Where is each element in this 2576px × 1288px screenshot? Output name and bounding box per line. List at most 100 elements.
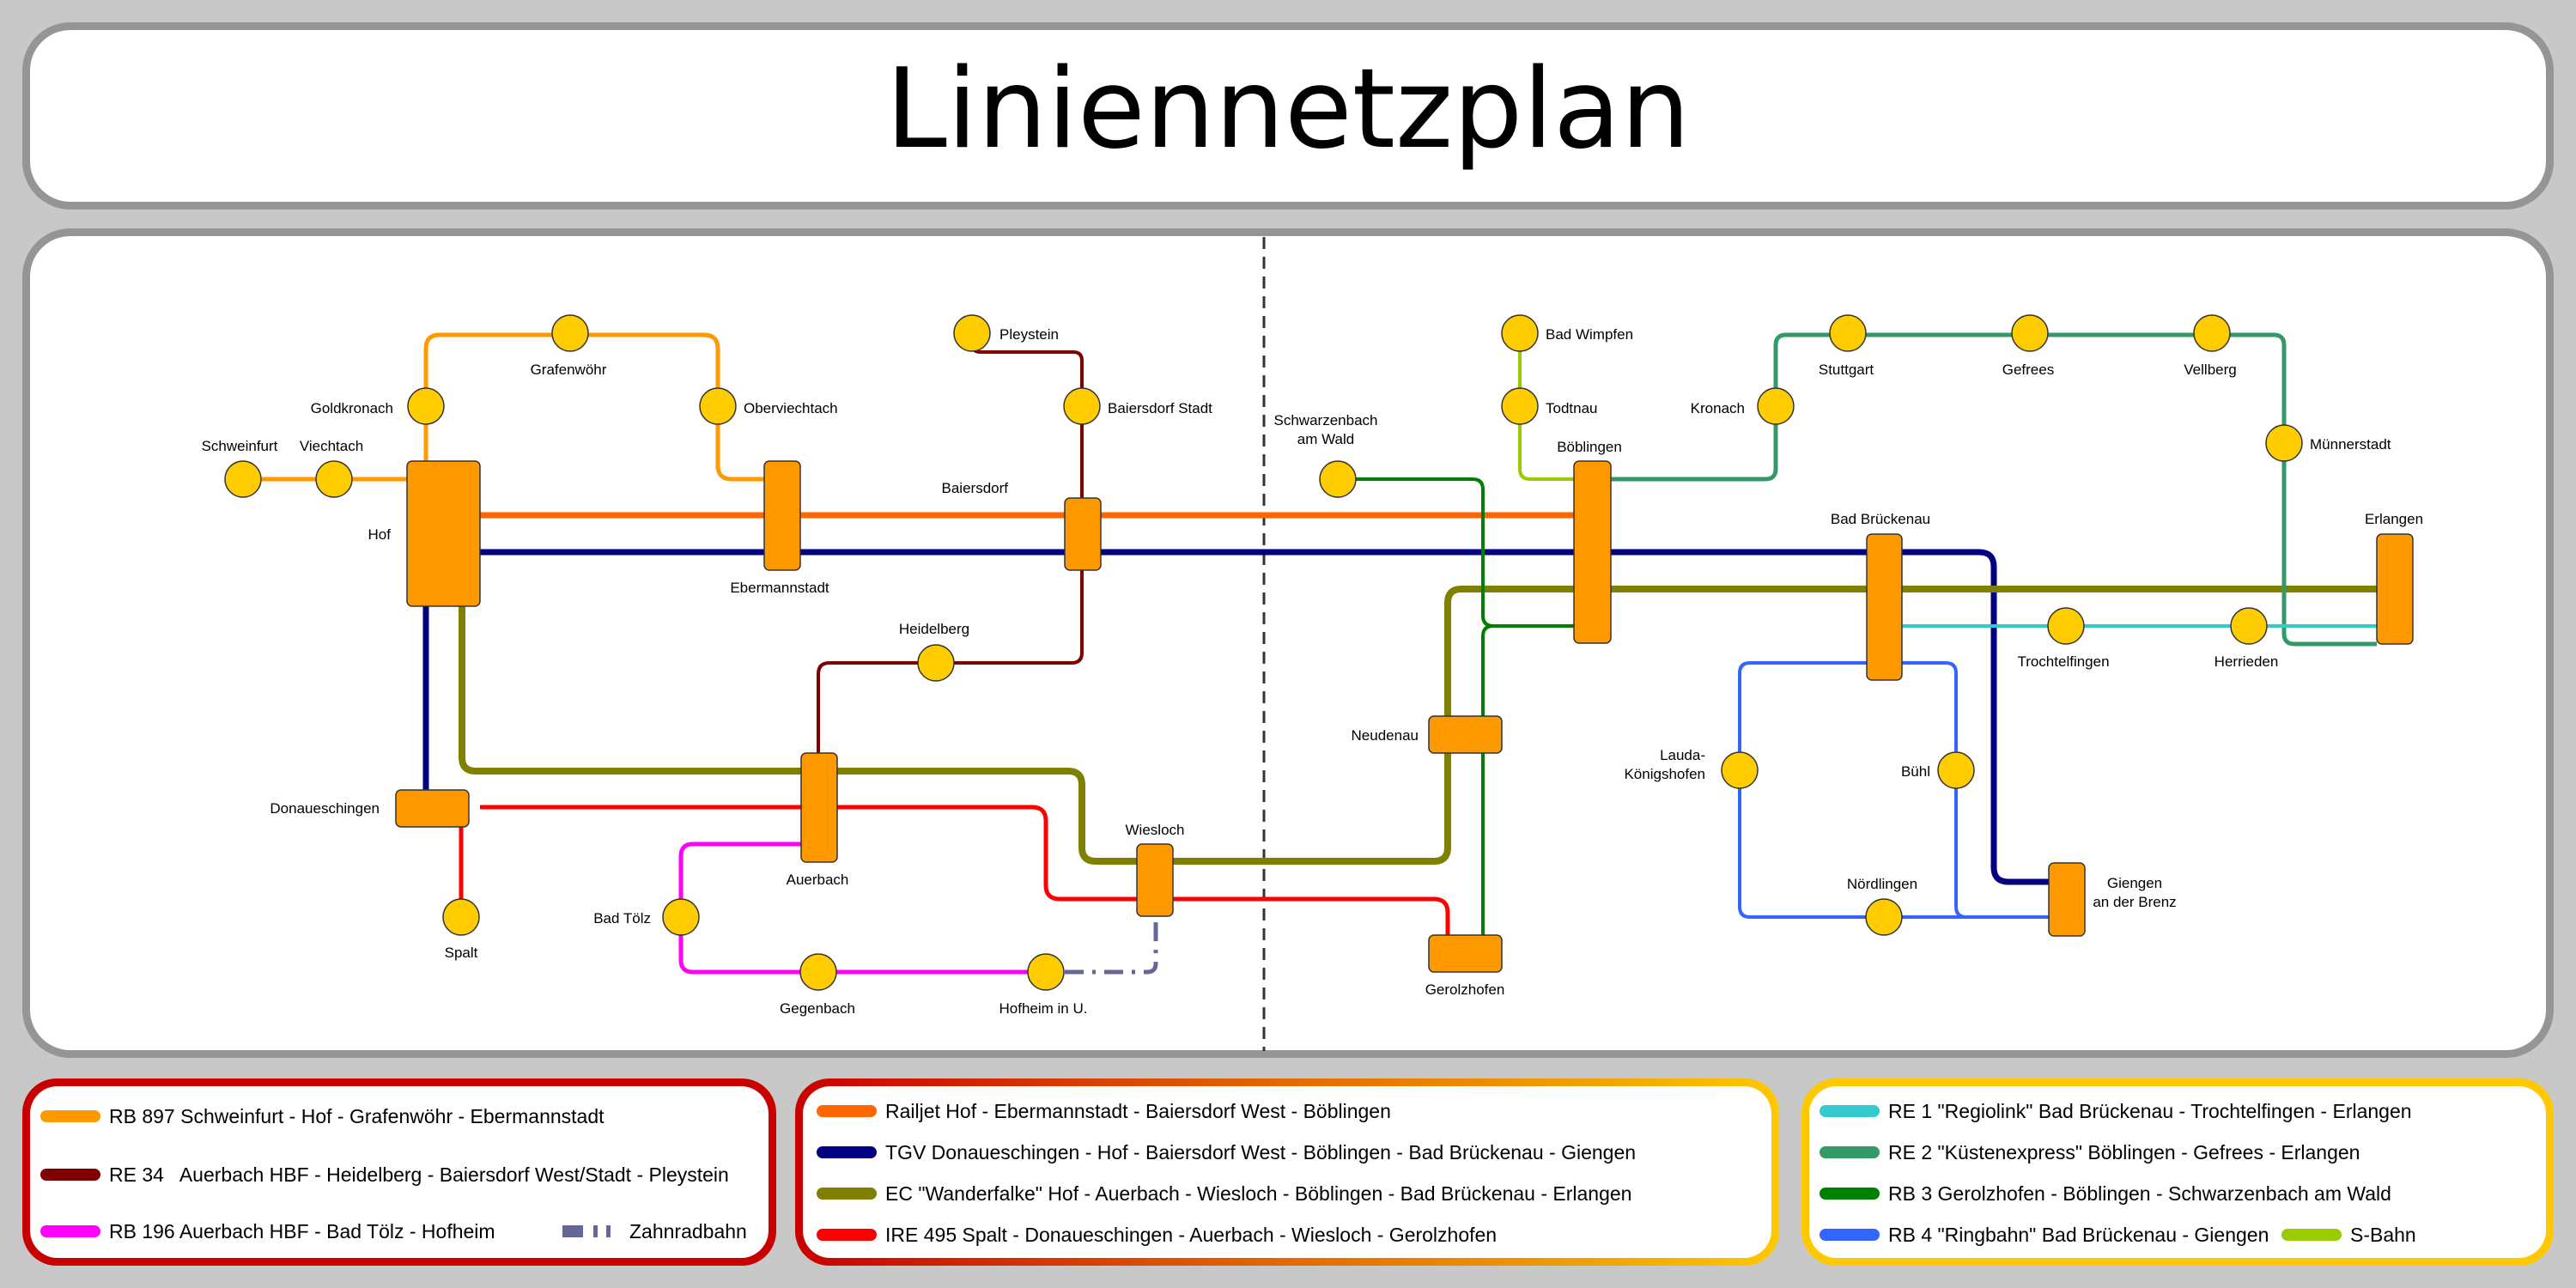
- legend-item: TGV Donaueschingen - Hof - Baiersdorf We…: [817, 1138, 1636, 1167]
- station-hofheim[interactable]: [1027, 953, 1065, 991]
- hub-station-giengen[interactable]: [2048, 862, 2086, 937]
- hub-station-gerolzhofen[interactable]: [1428, 934, 1503, 973]
- legend-item: IRE 495 Spalt - Donaueschingen - Auerbac…: [817, 1220, 1497, 1249]
- line-swatch-re1: [1820, 1105, 1880, 1117]
- station-label: Bad Wimpfen: [1546, 326, 1633, 343]
- legend-item: EC "Wanderfalke" Hof - Auerbach - Wieslo…: [817, 1179, 1631, 1208]
- hub-station-boeblingen[interactable]: [1573, 460, 1612, 644]
- route-sbahn[interactable]: [1518, 335, 1574, 481]
- route-ec[interactable]: [459, 586, 2377, 865]
- station-label: Gegenbach: [780, 1000, 855, 1017]
- station-label-line: Spalt: [445, 945, 478, 961]
- station-label: Trochtelfingen: [2017, 653, 2109, 670]
- station-label-line: Schweinfurt: [202, 438, 278, 454]
- station-bad-toelz[interactable]: [662, 898, 700, 936]
- station-viechtach[interactable]: [315, 460, 353, 498]
- route-tgv[interactable]: [422, 549, 2049, 885]
- station-label-line: Pleystein: [999, 326, 1059, 343]
- station-bad-wimpfen[interactable]: [1501, 314, 1539, 352]
- station-label-line: Trochtelfingen: [2017, 653, 2109, 670]
- station-schwarzenbach[interactable]: [1319, 460, 1357, 498]
- station-schweinfurt[interactable]: [224, 460, 262, 498]
- line-swatch-rb4: [1820, 1229, 1880, 1241]
- station-spalt[interactable]: [442, 898, 480, 936]
- legend-label: RE 2 "Küstenexpress" Böblingen - Gefrees…: [1888, 1140, 2360, 1163]
- station-label-line: Münnerstadt: [2310, 436, 2391, 453]
- station-vellberg[interactable]: [2193, 314, 2231, 352]
- station-kronach[interactable]: [1757, 387, 1795, 425]
- legend-label: EC "Wanderfalke" Hof - Auerbach - Wieslo…: [885, 1182, 1632, 1205]
- station-pleystein[interactable]: [953, 314, 991, 352]
- station-stuttgart[interactable]: [1829, 314, 1867, 352]
- station-todtnau[interactable]: [1501, 387, 1539, 425]
- hub-station-wiesloch[interactable]: [1136, 843, 1174, 917]
- station-noerdlingen[interactable]: [1865, 898, 1903, 936]
- station-baiersdorf-stadt[interactable]: [1063, 387, 1101, 425]
- hub-station-auerbach[interactable]: [800, 752, 838, 863]
- station-label: Gerolzhofen: [1425, 981, 1505, 998]
- station-lauda[interactable]: [1721, 751, 1759, 789]
- route-rb3[interactable]: [1340, 477, 1574, 935]
- line-swatch-rb897: [40, 1110, 100, 1122]
- station-grafenwoehr[interactable]: [551, 314, 589, 352]
- route-zahnradbahn[interactable]: [1065, 916, 1158, 975]
- station-label-line: Grafenwöhr: [531, 361, 607, 378]
- legend-label: IRE 495 Spalt - Donaueschingen - Auerbac…: [885, 1223, 1498, 1246]
- hub-station-erlangen[interactable]: [2376, 533, 2414, 645]
- station-gegenbach[interactable]: [799, 953, 837, 991]
- station-label: Herrieden: [2215, 653, 2279, 670]
- line-swatch-ire495: [817, 1229, 877, 1241]
- hub-station-baiersdorf[interactable]: [1064, 497, 1102, 571]
- legend-label: Railjet Hof - Ebermannstadt - Baiersdorf…: [885, 1099, 1391, 1122]
- route-rb4[interactable]: [1738, 661, 2049, 919]
- station-label-line: Giengen: [2107, 875, 2162, 891]
- legend-item: RB 4 "Ringbahn" Bad Brückenau - Giengen: [1820, 1220, 2269, 1249]
- line-swatch-rb3: [1820, 1188, 1880, 1200]
- hub-station-hof[interactable]: [406, 460, 481, 607]
- station-buehl[interactable]: [1937, 751, 1975, 789]
- station-label-line: Nördlingen: [1847, 876, 1917, 892]
- station-herrieden[interactable]: [2230, 607, 2268, 645]
- legend-item: RB 3 Gerolzhofen - Böblingen - Schwarzen…: [1820, 1179, 2391, 1208]
- station-label-line: Todtnau: [1546, 400, 1598, 416]
- station-label-line: Neudenau: [1352, 727, 1419, 744]
- station-label-line: Gegenbach: [780, 1000, 855, 1017]
- station-label-line: Gerolzhofen: [1425, 981, 1505, 998]
- station-label-line: Auerbach: [787, 872, 849, 888]
- station-label-line: Viechtach: [300, 438, 363, 454]
- station-label: Münnerstadt: [2310, 436, 2391, 453]
- hub-station-bad-brueckenau[interactable]: [1866, 533, 1903, 681]
- station-oberviechtach[interactable]: [699, 387, 737, 425]
- legend-item: Zahnradbahn: [562, 1217, 747, 1246]
- station-label-line: Hofheim in U.: [999, 1000, 1088, 1017]
- station-goldkronach[interactable]: [407, 387, 445, 425]
- legend-box-longdistance: Railjet Hof - Ebermannstadt - Baiersdorf…: [795, 1078, 1779, 1266]
- hub-station-neudenau[interactable]: [1428, 715, 1503, 754]
- line-swatch-re34: [40, 1169, 100, 1181]
- station-label-line: Donaueschingen: [270, 800, 380, 817]
- hub-station-ebermannstadt[interactable]: [763, 460, 801, 571]
- station-label-line: am Wald: [1297, 431, 1354, 447]
- station-label: Hof: [368, 526, 392, 543]
- legend-box-local: RE 1 "Regiolink" Bad Brückenau - Trochte…: [1801, 1078, 2554, 1266]
- line-swatch-rb196: [40, 1225, 100, 1237]
- station-label-line: Königshofen: [1624, 766, 1705, 782]
- station-muennerstadt[interactable]: [2265, 424, 2303, 462]
- hub-station-donaueschingen[interactable]: [395, 789, 470, 828]
- network-map-panel: [22, 228, 2554, 1058]
- line-swatch-zahnradbahn: [562, 1225, 611, 1237]
- station-label-line: Oberviechtach: [744, 400, 838, 416]
- station-label-line: Heidelberg: [899, 621, 969, 637]
- line-swatch-re2: [1820, 1146, 1880, 1158]
- station-label: Vellberg: [2184, 361, 2236, 378]
- station-label-line: Kronach: [1691, 400, 1745, 416]
- station-gefrees[interactable]: [2011, 314, 2049, 352]
- station-label: Neudenau: [1352, 727, 1419, 744]
- legend-inner: Railjet Hof - Ebermannstadt - Baiersdorf…: [803, 1086, 1771, 1258]
- legend-item: RE 1 "Regiolink" Bad Brückenau - Trochte…: [1820, 1097, 2412, 1126]
- station-heidelberg[interactable]: [917, 644, 955, 682]
- station-label: Heidelberg: [899, 621, 969, 637]
- station-trochtelfingen[interactable]: [2047, 607, 2085, 645]
- station-label: Bad Brückenau: [1831, 511, 1930, 527]
